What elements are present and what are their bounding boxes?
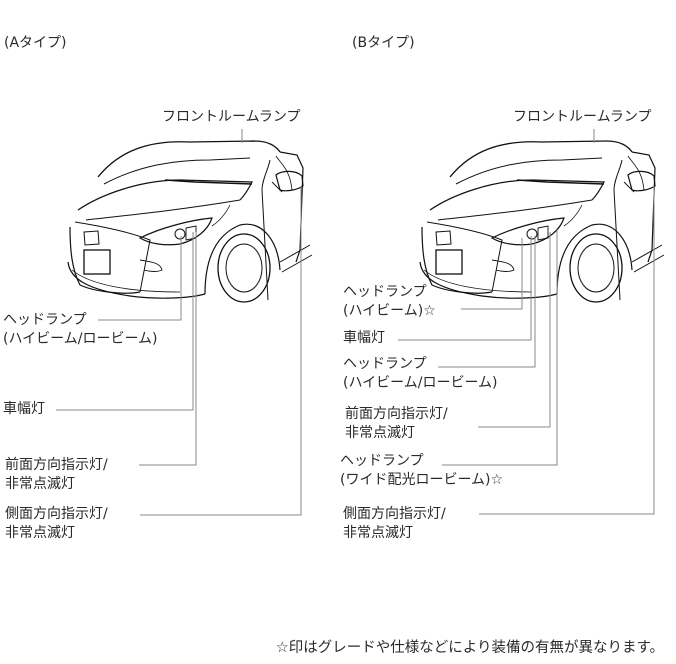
label-a-side-turn: 側面方向指示灯/ 非常点滅灯 — [5, 505, 108, 543]
label-b-wide-low: ヘッドランプ (ワイド配光ロービーム)☆ — [340, 452, 503, 490]
label-a-headlamp-line1: ヘッドランプ — [3, 312, 87, 328]
leader-b-front-turn — [478, 232, 551, 428]
label-b-front-turn-line1: 前面方向指示灯/ — [345, 406, 448, 422]
label-b-headlamp-high: ヘッドランプ (ハイビーム)☆ — [343, 283, 436, 321]
leader-b-side-marker — [398, 236, 532, 341]
label-b-side-turn-line2: 非常点滅灯 — [343, 525, 413, 541]
label-b-headlamp-hilo-line1: ヘッドランプ — [343, 356, 427, 372]
label-b-front-turn-line2: 非常点滅灯 — [345, 425, 415, 441]
label-a-headlamp-line2: (ハイビーム/ロービーム) — [3, 331, 158, 347]
leader-a-side-marker — [56, 232, 194, 411]
label-b-side-turn-line1: 側面方向指示灯/ — [343, 506, 446, 522]
leader-b-wide-low — [442, 230, 558, 466]
label-b-headlamp-high-line2: (ハイビーム)☆ — [343, 303, 436, 319]
label-a-front-turn-line2: 非常点滅灯 — [5, 476, 75, 492]
label-b-headlamp-hilo: ヘッドランプ (ハイビーム/ロービーム) — [343, 355, 498, 393]
label-a-front-turn: 前面方向指示灯/ 非常点滅灯 — [5, 456, 108, 494]
label-b-side-marker: 車幅灯 — [343, 330, 385, 346]
leader-b-headlamp-hilo — [438, 236, 536, 368]
label-b-front-turn: 前面方向指示灯/ 非常点滅灯 — [345, 405, 448, 443]
label-b-wide-low-line2: (ワイド配光ロービーム)☆ — [340, 472, 504, 488]
leader-b-headlamp-high — [461, 238, 523, 310]
leader-a-front-turn — [139, 232, 197, 466]
car-illustration-a — [67, 140, 313, 303]
type-b-label: (Bタイプ) — [352, 35, 415, 51]
label-a-side-turn-line2: 非常点滅灯 — [5, 525, 75, 541]
type-a-label: (Aタイプ) — [4, 35, 67, 51]
leader-b-side-turn — [479, 186, 655, 515]
label-b-front-room-lamp: フロントルームランプ — [513, 109, 652, 125]
leader-a-headlamp — [98, 236, 182, 321]
label-a-side-marker: 車幅灯 — [3, 401, 45, 417]
footnote: ☆印はグレードや仕様などにより装備の有無が異なります。 — [275, 640, 664, 656]
leader-a-side-turn — [140, 186, 302, 516]
label-a-front-room-lamp: フロントルームランプ — [162, 109, 301, 125]
label-b-headlamp-high-line1: ヘッドランプ — [343, 284, 427, 300]
label-b-side-turn: 側面方向指示灯/ 非常点滅灯 — [343, 505, 446, 543]
label-a-headlamp: ヘッドランプ (ハイビーム/ロービーム) — [3, 311, 158, 349]
label-b-wide-low-line1: ヘッドランプ — [340, 453, 424, 469]
label-a-front-turn-line1: 前面方向指示灯/ — [5, 457, 108, 473]
car-illustration-b — [419, 140, 665, 303]
label-b-headlamp-hilo-line2: (ハイビーム/ロービーム) — [343, 375, 498, 391]
label-a-side-turn-line1: 側面方向指示灯/ — [5, 506, 108, 522]
